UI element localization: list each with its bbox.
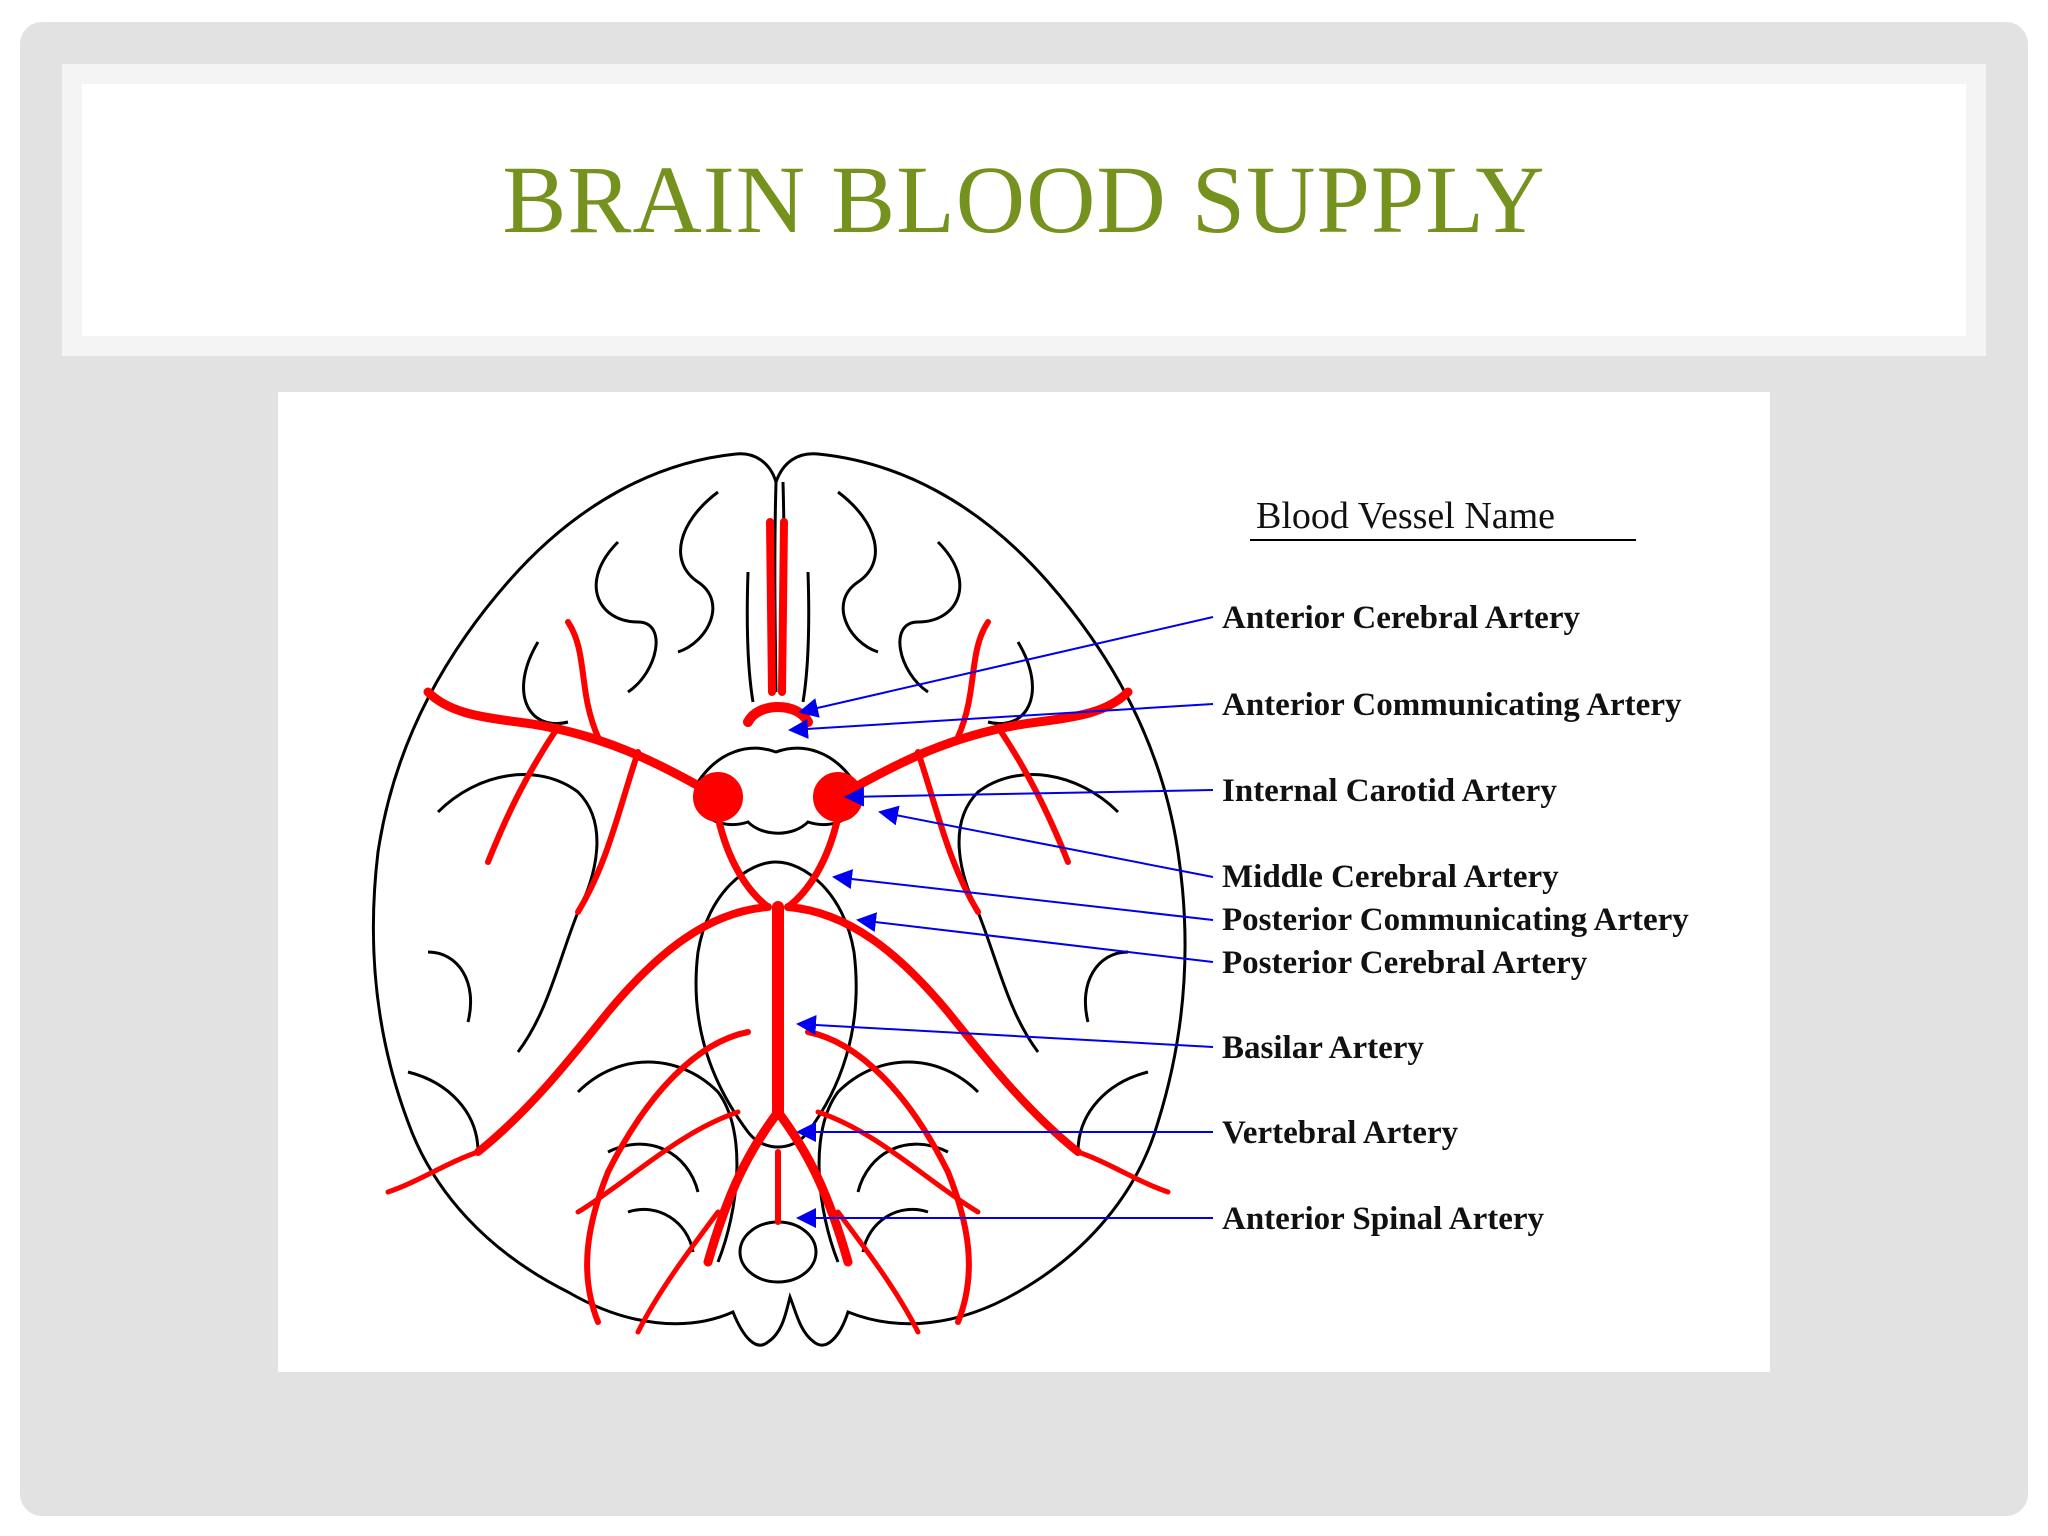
pointer-posterior-communicating-artery (832, 869, 1214, 921)
pointer-middle-cerebral-artery (878, 805, 1214, 878)
label-posterior-cerebral-artery: Posterior Cerebral Artery (1222, 945, 1588, 981)
label-anterior-communicating-artery: Anterior Communicating Artery (1222, 687, 1682, 723)
label-internal-carotid-artery: Internal Carotid Artery (1222, 773, 1557, 809)
label-posterior-communicating-artery: Posterior Communicating Artery (1222, 902, 1689, 938)
label-anterior-cerebral-artery: Anterior Cerebral Artery (1222, 600, 1580, 636)
label-anterior-spinal-artery: Anterior Spinal Artery (1222, 1201, 1545, 1237)
label-vertebral-artery: Vertebral Artery (1222, 1115, 1459, 1151)
label-basilar-artery: Basilar Artery (1222, 1030, 1424, 1066)
cerebral-arteries (385, 518, 1171, 1335)
pointer-lines (788, 616, 1214, 1228)
brain-diagram-figure: Blood Vessel Name Anterior Cerebral Arte… (278, 392, 1770, 1372)
label-middle-cerebral-artery: Middle Cerebral Artery (1222, 859, 1559, 895)
title-box: BRAIN BLOOD SUPPLY (82, 84, 1966, 336)
legend-title: Blood Vessel Name (1256, 495, 1555, 537)
brain-diagram: Blood Vessel Name Anterior Cerebral Arte… (371, 452, 1689, 1347)
pointer-basilar-artery (796, 1015, 1214, 1048)
pointer-anterior-cerebral-artery (798, 616, 1214, 718)
pointer-anterior-communicating-artery (788, 703, 1214, 739)
slide: BRAIN BLOOD SUPPLY (20, 22, 2028, 1516)
vessel-labels: Anterior Cerebral Artery Anterior Commun… (1222, 600, 1689, 1237)
title-band: BRAIN BLOOD SUPPLY (62, 64, 1986, 356)
pointer-posterior-cerebral-artery (856, 912, 1214, 963)
slide-title: BRAIN BLOOD SUPPLY (502, 146, 1546, 253)
pointer-internal-carotid-artery (844, 786, 1214, 807)
